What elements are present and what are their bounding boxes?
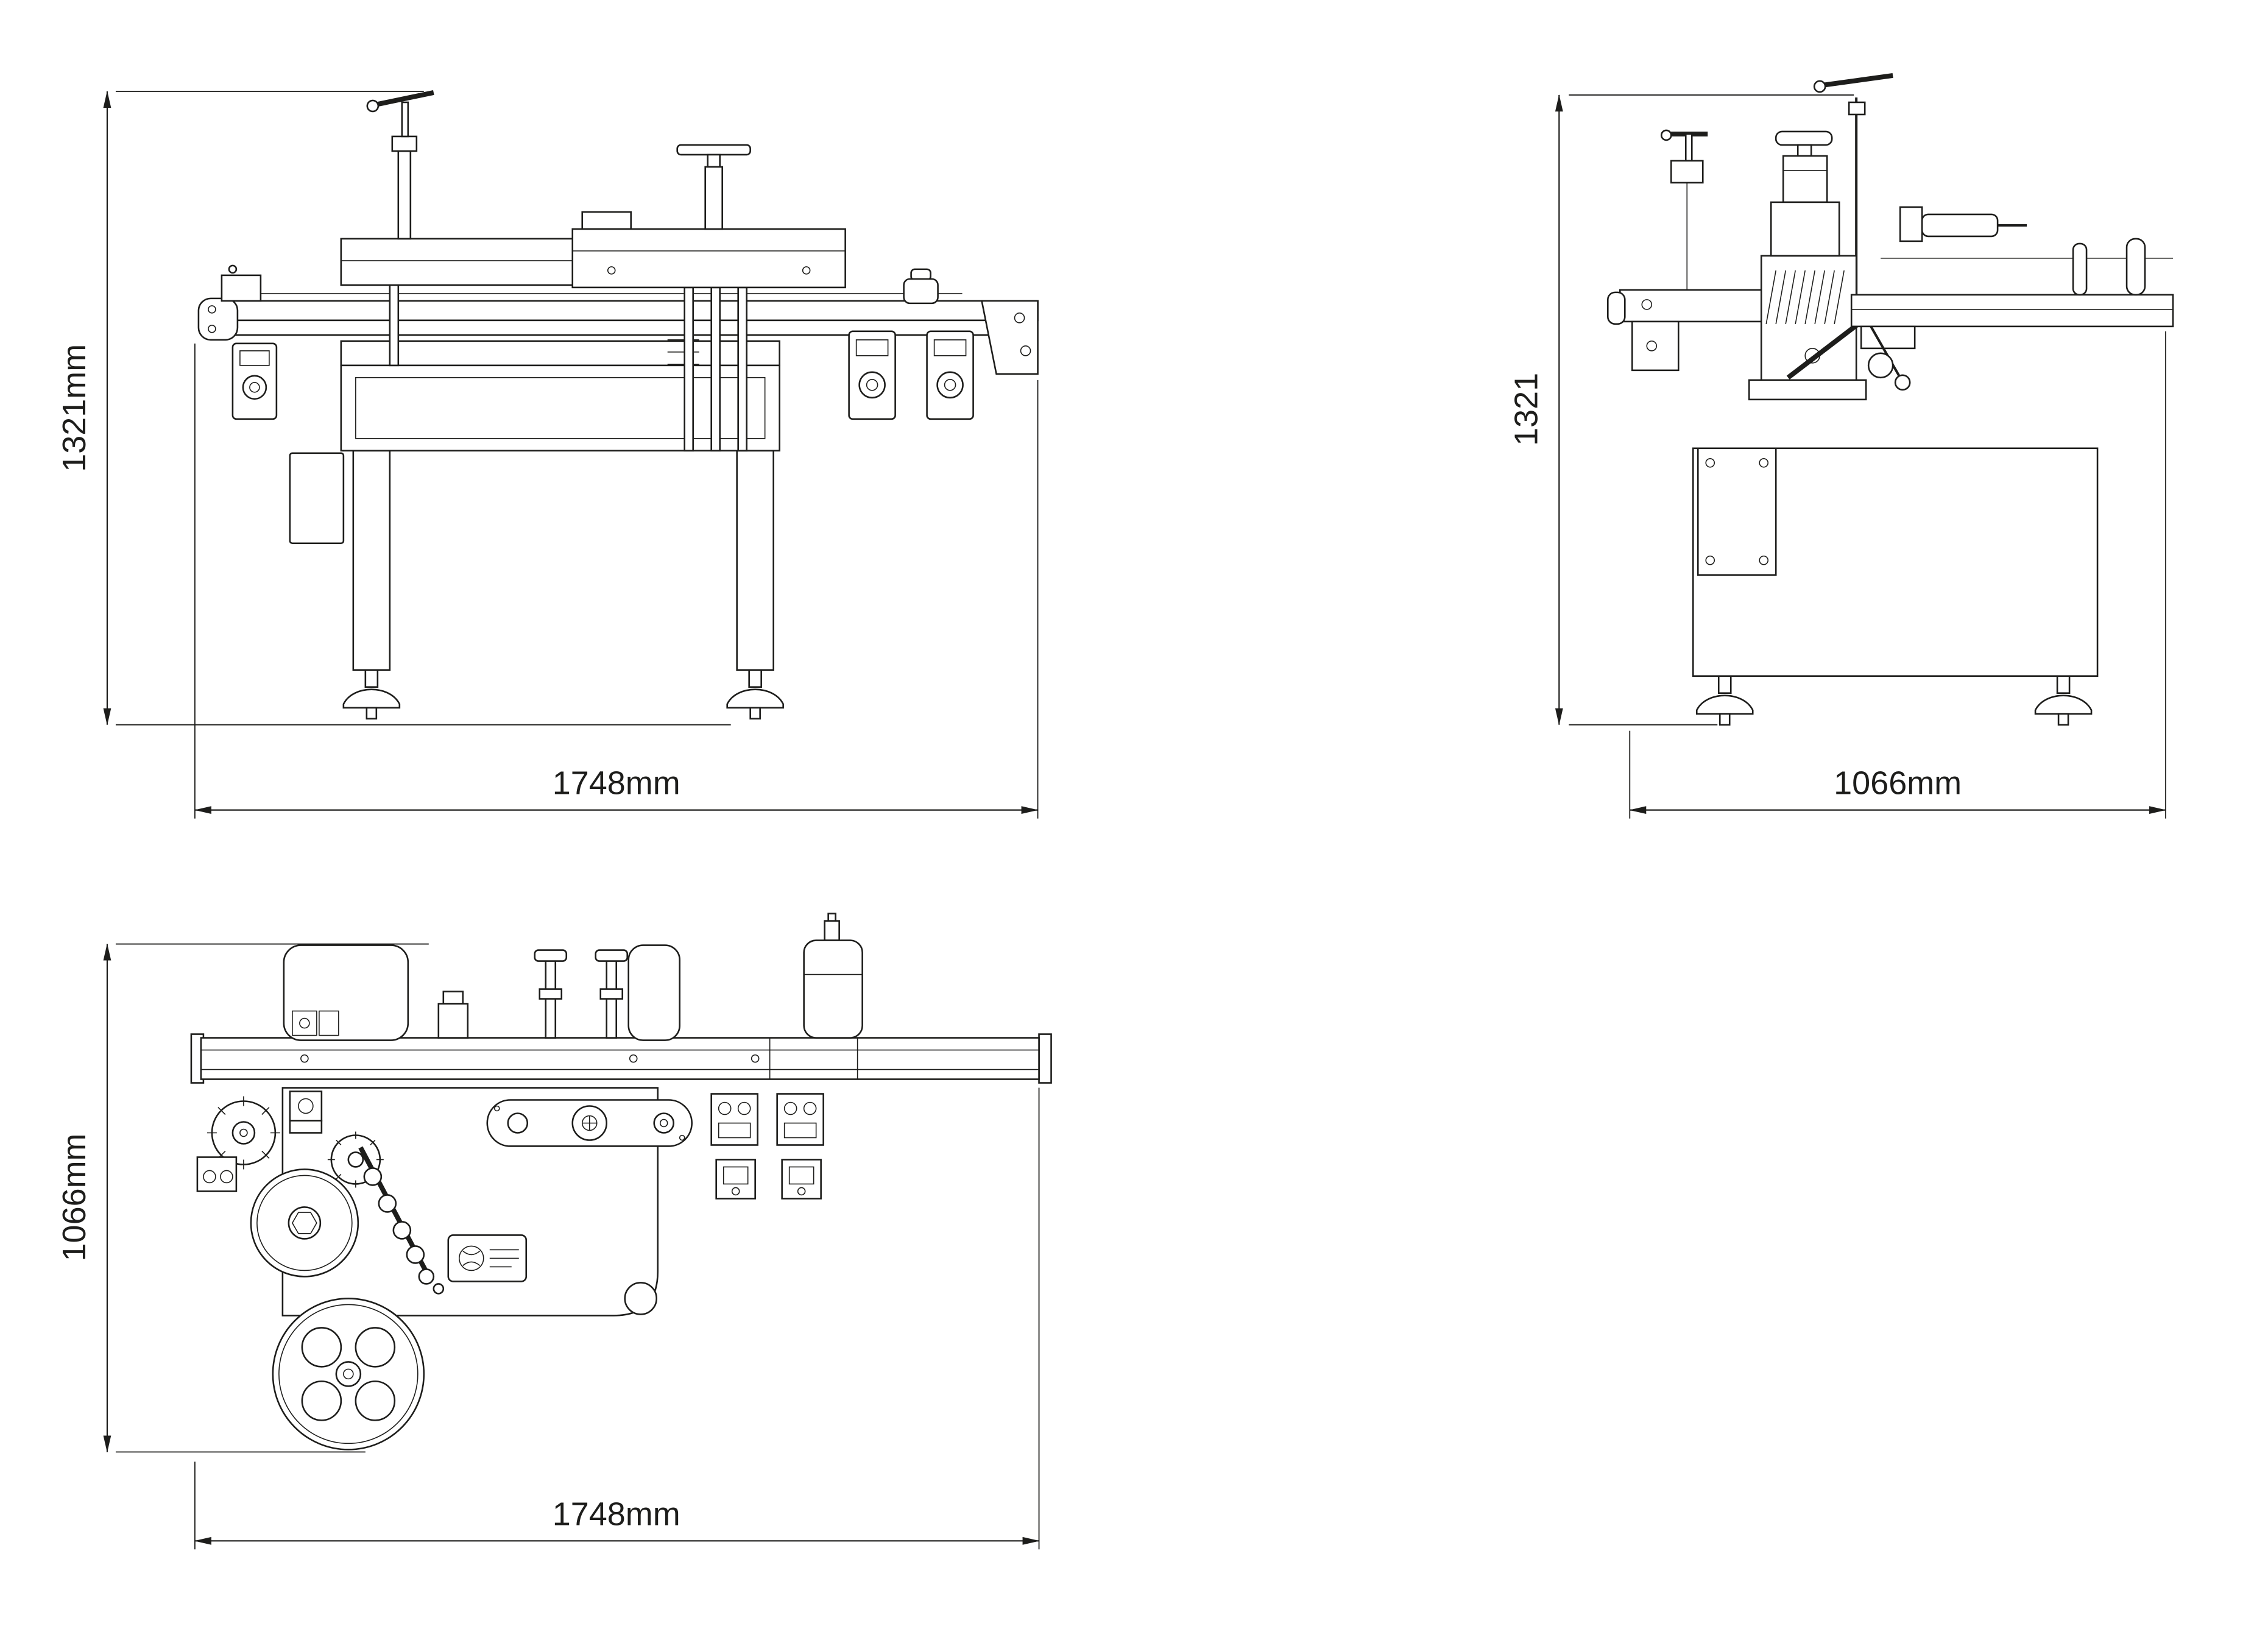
sensor-knob	[228, 264, 238, 274]
top-width-dimension: 1748mm	[194, 1087, 1040, 1550]
side-height-dimension: 1321	[1508, 94, 1854, 726]
star-wheel	[207, 1096, 280, 1170]
side-handwheel-stack	[1770, 130, 1840, 257]
plate-corner-boss	[624, 1282, 658, 1315]
dancer-arm	[358, 1146, 445, 1295]
conveyor-deck	[190, 1033, 1052, 1084]
support-frame	[340, 340, 780, 452]
cabinet-access-plate	[1697, 447, 1777, 576]
front-width-dimension: 1748mm	[194, 343, 1039, 819]
drive-motor	[903, 268, 939, 305]
side-crank	[1813, 73, 1893, 116]
top-control-box-1	[710, 1093, 758, 1146]
sensor-bracket	[221, 274, 262, 302]
side-height-dimension-label: 1321	[1508, 373, 1544, 446]
side-width-dimension-label: 1066mm	[1834, 765, 1962, 802]
adjust-handwheel	[676, 144, 751, 230]
top-lower-box-2	[781, 1159, 822, 1200]
clamp-posts	[534, 949, 629, 1039]
drive-belt-assembly	[486, 1099, 693, 1147]
height-crank	[366, 90, 434, 240]
control-box-right-1	[848, 330, 896, 420]
center-bracket	[437, 991, 469, 1039]
side-view	[1606, 73, 2174, 726]
rewind-reel	[272, 1298, 425, 1451]
side-width-dimension: 1066mm	[1629, 331, 2167, 819]
pneumatic-cylinder	[1899, 206, 2027, 242]
top-height-dimension: 1066mm	[56, 943, 429, 1453]
front-height-dimension: 1321mm	[56, 90, 731, 726]
applicator-arm	[1850, 238, 2174, 391]
front-height-dimension-label: 1321mm	[56, 344, 93, 472]
top-view	[190, 913, 1052, 1451]
top-roller-left	[283, 944, 409, 1041]
label-roll	[250, 1168, 359, 1278]
labeling-head	[340, 211, 846, 289]
top-control-box-2	[776, 1093, 824, 1146]
conveyor	[197, 293, 1039, 375]
clamp-block	[289, 1090, 323, 1134]
front-view	[197, 90, 1039, 719]
top-lower-box-1	[715, 1159, 756, 1200]
star-wheel-bracket	[196, 1156, 238, 1192]
logo-badge	[447, 1234, 528, 1282]
front-width-dimension-label: 1748mm	[553, 765, 680, 802]
valve-knob	[1660, 129, 1708, 184]
control-box-left	[231, 342, 278, 420]
electrical-box	[289, 452, 345, 545]
gearbox-column	[1748, 255, 1873, 401]
control-box-right-2	[926, 330, 974, 420]
top-width-dimension-label: 1748mm	[553, 1496, 680, 1532]
top-motor	[803, 913, 863, 1039]
machine-legs	[352, 450, 774, 671]
top-roller-right	[627, 944, 681, 1041]
infeed-bracket	[1606, 182, 1765, 372]
top-height-dimension-label: 1066mm	[56, 1133, 93, 1261]
